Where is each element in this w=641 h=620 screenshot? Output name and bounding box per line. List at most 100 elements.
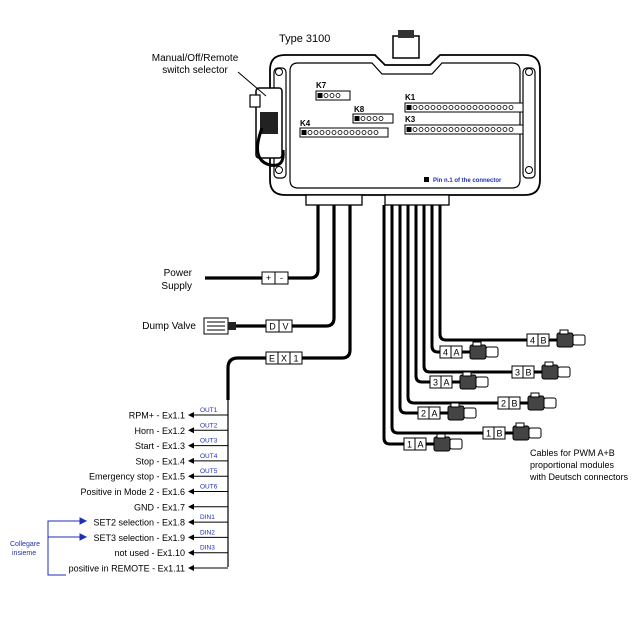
- svg-text:3: 3: [515, 368, 520, 378]
- pwm-cable: [422, 205, 512, 374]
- svg-text:4: 4: [443, 348, 448, 358]
- pwm-cable: [398, 205, 418, 415]
- pwm-cable: [382, 205, 404, 446]
- io-tag: OUT5: [200, 468, 218, 475]
- arrow-left-icon: [188, 534, 194, 541]
- power-tag-plus: +: [266, 273, 271, 283]
- ex-tag-x: X: [281, 354, 287, 364]
- switch-label-line1: Manual/Off/Remote: [152, 53, 239, 64]
- collegare-line2: insieme: [12, 550, 36, 557]
- io-tag: OUT4: [200, 453, 218, 460]
- connector-k8: [352, 113, 394, 124]
- dump-valve-icon: [203, 317, 236, 335]
- io-tag: DIN2: [200, 529, 215, 536]
- left-cables: [205, 205, 352, 400]
- io-label: Start - Ex1.3: [135, 441, 185, 451]
- pwm-cable: [414, 205, 430, 384]
- ex1-tag: E X 1: [265, 351, 303, 365]
- pwm-cable: [406, 205, 498, 405]
- arrow-left-icon: [188, 549, 194, 556]
- deutsch-connector-icon: [462, 341, 499, 360]
- deutsch-connector-icon: [440, 402, 477, 421]
- arrow-left-icon: [188, 519, 194, 526]
- arrow-left-icon: [188, 457, 194, 464]
- collegare-line1: Collegare: [10, 541, 40, 548]
- svg-text:1: 1: [486, 429, 491, 439]
- arrow-left-icon: [188, 488, 194, 495]
- io-tag: DIN1: [200, 514, 215, 521]
- io-tag: OUT3: [200, 438, 218, 445]
- pwm-note-line2: proportional modules: [530, 460, 615, 470]
- connector-k8-label: K8: [354, 105, 365, 114]
- connector-k7-label: K7: [316, 81, 327, 90]
- deutsch-connector-icon: [505, 422, 542, 441]
- io-label: Stop - Ex1.4: [135, 456, 185, 466]
- pwm-cable: [438, 205, 527, 342]
- io-label: Emergency stop - Ex1.5: [89, 472, 185, 482]
- dump-tag-v: V: [282, 322, 288, 332]
- deutsch-connector-icon: [549, 329, 586, 348]
- connector-k3: [404, 124, 524, 135]
- io-label: Horn - Ex1.2: [134, 426, 185, 436]
- svg-text:4: 4: [530, 336, 535, 346]
- connector-k4: [299, 127, 389, 138]
- deutsch-connector-icon: [426, 433, 463, 452]
- io-tag: OUT2: [200, 422, 218, 429]
- deutsch-connector-icon: [452, 371, 489, 390]
- io-label: positive in REMOTE - Ex1.11: [69, 564, 185, 574]
- svg-text:B: B: [525, 368, 531, 378]
- pwm-cable: [390, 205, 483, 435]
- svg-text:A: A: [417, 440, 423, 450]
- svg-text:A: A: [453, 348, 459, 358]
- connector-k4-label: K4: [300, 119, 311, 128]
- connector-k1: [404, 102, 524, 113]
- svg-text:A: A: [443, 378, 449, 388]
- arrow-left-icon: [188, 503, 194, 510]
- pwm-note-line1: Cables for PWM A+B: [530, 448, 615, 458]
- dump-tag-d: D: [269, 322, 276, 332]
- deutsch-connector-icon: [534, 361, 571, 380]
- io-tag: DIN3: [200, 545, 215, 552]
- power-label-line1: Power: [164, 268, 193, 279]
- power-tag-minus: -: [280, 273, 283, 283]
- arrow-left-icon: [188, 565, 194, 571]
- svg-text:2: 2: [421, 409, 426, 419]
- svg-text:3: 3: [433, 378, 438, 388]
- pin-marker-icon: [424, 177, 429, 182]
- svg-text:B: B: [511, 399, 517, 409]
- io-label: not used - Ex1.10: [114, 548, 185, 558]
- io-label: GND - Ex1.7: [134, 502, 185, 512]
- svg-text:2: 2: [501, 399, 506, 409]
- svg-text:1: 1: [407, 440, 412, 450]
- io-label: RPM+ - Ex1.1: [129, 411, 185, 421]
- switch-label-line2: switch selector: [162, 65, 228, 76]
- power-label-line2: Supply: [161, 281, 192, 292]
- connector-k3-label: K3: [405, 115, 416, 124]
- deutsch-connector-icon: [520, 392, 557, 411]
- io-tag: OUT6: [200, 484, 218, 491]
- connector-k1-label: K1: [405, 93, 416, 102]
- dump-valve-label: Dump Valve: [142, 321, 196, 332]
- svg-text:A: A: [431, 409, 437, 419]
- io-label: SET3 selection - Ex1.9: [93, 533, 185, 543]
- arrow-left-icon: [188, 442, 194, 449]
- svg-text:B: B: [496, 429, 502, 439]
- power-supply-tag: + -: [261, 271, 289, 285]
- arrow-left-icon: [188, 427, 194, 434]
- io-label: SET2 selection - Ex1.8: [93, 518, 185, 528]
- arrow-left-icon: [188, 412, 194, 418]
- ex-tag-1: 1: [293, 354, 298, 364]
- arrow-left-icon: [188, 473, 194, 480]
- collegare-bracket: [47, 517, 88, 576]
- ex-tag-e: E: [269, 354, 275, 364]
